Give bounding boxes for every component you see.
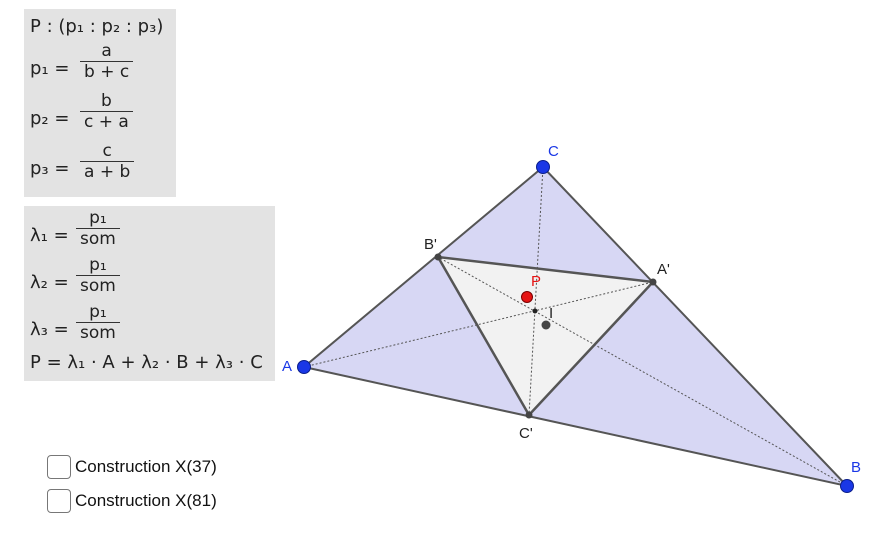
formula-panel-barycentric: P : (p₁ : p₂ : p₃) p₁ = a b + c p₂ = b c… <box>24 9 176 197</box>
triangle-cevian <box>435 255 656 418</box>
label-b-prime: B' <box>424 236 437 253</box>
point-p[interactable] <box>521 291 533 303</box>
label-b: B <box>851 459 861 476</box>
label-i: I <box>549 305 553 322</box>
formula-lambda1-fraction: p₁ som <box>76 208 120 249</box>
formula-p1-fraction: a b + c <box>80 41 134 82</box>
formula-lambda1-denominator: som <box>76 228 120 249</box>
formula-lambda1-numerator: p₁ <box>89 208 107 228</box>
checkbox-label: Construction X(37) <box>75 457 217 476</box>
formula-lambda2-fraction: p₁ som <box>76 255 120 296</box>
point-c-prime[interactable] <box>525 411 533 419</box>
formula-lambda3-fraction: p₁ som <box>76 302 120 343</box>
formula-lambda2-denominator: som <box>76 275 120 296</box>
formula-p2-denominator: c + a <box>80 111 133 132</box>
point-b-prime[interactable] <box>434 253 442 261</box>
formula-p2-numerator: b <box>101 91 112 111</box>
checkbox-box[interactable] <box>47 489 71 513</box>
formula-lambda1-lhs: λ₁ = <box>30 225 69 246</box>
formula-lambda3-lhs: λ₃ = <box>30 319 69 340</box>
formula-p2-fraction: b c + a <box>80 91 133 132</box>
formula-panel-lambda: λ₁ = p₁ som λ₂ = p₁ som λ₃ = p₁ som P = … <box>24 206 275 381</box>
checkbox-box[interactable] <box>47 455 71 479</box>
formula-p2-lhs: p₂ = <box>30 108 70 129</box>
point-a-prime[interactable] <box>649 278 657 286</box>
checkbox-construction-x37[interactable]: Construction X(37) <box>47 455 217 479</box>
formula-p1-lhs: p₁ = <box>30 58 70 79</box>
label-c-prime: C' <box>519 425 533 442</box>
formula-p-coordinates: P : (p₁ : p₂ : p₃) <box>30 16 164 37</box>
formula-p1-numerator: a <box>101 41 112 61</box>
label-c: C <box>548 143 559 160</box>
label-p: P <box>531 273 541 290</box>
formula-lambda3-numerator: p₁ <box>89 302 107 322</box>
point-i[interactable] <box>541 320 551 330</box>
vertex-b[interactable] <box>840 479 854 493</box>
formula-p3-lhs: p₃ = <box>30 158 70 179</box>
checkbox-construction-x81[interactable]: Construction X(81) <box>47 489 217 513</box>
cevian-c <box>528 166 544 416</box>
vertex-a[interactable] <box>297 360 311 374</box>
vertex-c[interactable] <box>536 160 550 174</box>
label-a: A <box>282 358 292 375</box>
formula-p-combination: P = λ₁ · A + λ₂ · B + λ₃ · C <box>30 352 263 373</box>
point-intersection <box>532 308 538 314</box>
formula-lambda2-numerator: p₁ <box>89 255 107 275</box>
formula-lambda2-lhs: λ₂ = <box>30 272 69 293</box>
checkbox-label: Construction X(81) <box>75 491 217 510</box>
formula-p1-denominator: b + c <box>80 61 134 82</box>
formula-p3-numerator: c <box>102 141 112 161</box>
formula-p3-fraction: c a + b <box>80 141 135 182</box>
formula-lambda3-denominator: som <box>76 322 120 343</box>
formula-p3-denominator: a + b <box>80 161 135 182</box>
label-a-prime: A' <box>657 261 670 278</box>
